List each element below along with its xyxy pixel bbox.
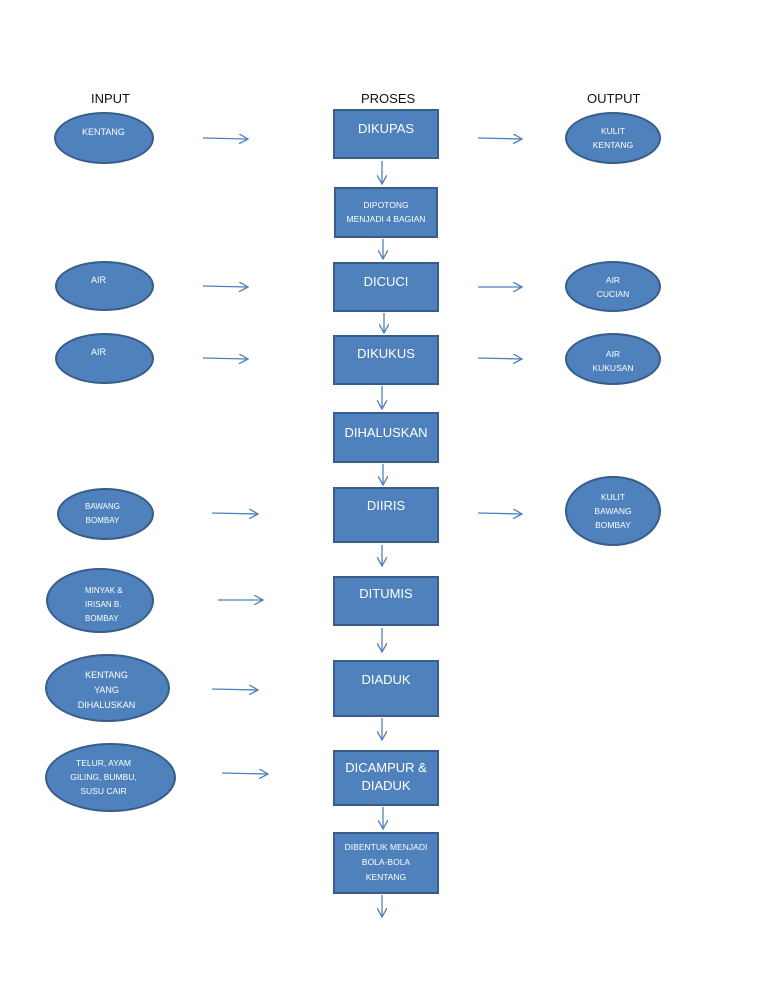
process-box-diaduk: DIADUK bbox=[333, 660, 439, 717]
output-label: KULIT BAWANG BOMBAY bbox=[594, 492, 632, 530]
process-label: DICAMPUR & DIADUK bbox=[345, 760, 427, 793]
process-label: DITUMIS bbox=[359, 586, 413, 601]
input-ellipse-kentang: KENTANG bbox=[54, 112, 154, 164]
input-ellipse-kentang-halus: KENTANG YANG DIHALUSKAN bbox=[45, 654, 170, 722]
input-ellipse-minyak: MINYAK & IRISAN B. BOMBAY bbox=[46, 568, 154, 633]
arrow-input-kentang-halus bbox=[211, 689, 258, 690]
process-label: DIADUK bbox=[361, 672, 411, 687]
output-ellipse-air-cucian: AIR CUCIAN bbox=[565, 261, 661, 312]
header-output: OUTPUT bbox=[587, 91, 641, 106]
input-ellipse-air-1: AIR bbox=[55, 261, 154, 311]
process-box-dicuci: DICUCI bbox=[333, 262, 439, 312]
process-label: DIHALUSKAN bbox=[344, 425, 428, 440]
process-box-dihaluskan: DIHALUSKAN bbox=[333, 412, 439, 463]
output-ellipse-kulit-bawang: KULIT BAWANG BOMBAY bbox=[565, 476, 661, 546]
input-label: MINYAK & IRISAN B. BOMBAY bbox=[85, 586, 123, 623]
process-box-diiris: DIIRIS bbox=[333, 487, 439, 543]
process-box-dipotong: DIPOTONG MENJADI 4 BAGIAN bbox=[334, 187, 438, 238]
input-label: TELUR, AYAM GILING, BUMBU, SUSU CAIR bbox=[70, 758, 137, 796]
arrow-input-telur bbox=[221, 773, 268, 774]
process-box-dikukus: DIKUKUS bbox=[333, 335, 439, 385]
arrow-output-air-kukusan bbox=[477, 358, 522, 359]
process-box-dikupas: DIKUPAS bbox=[333, 109, 439, 159]
arrow-input-bawang bbox=[211, 513, 258, 514]
input-ellipse-air-2: AIR bbox=[55, 333, 154, 384]
arrow-input-kentang bbox=[202, 138, 248, 139]
process-label: DIIRIS bbox=[366, 498, 406, 513]
process-box-dibentuk: DIBENTUK MENJADI BOLA-BOLA KENTANG bbox=[333, 832, 439, 894]
output-label: AIR CUCIAN bbox=[596, 275, 630, 299]
header-proses: PROSES bbox=[361, 91, 416, 106]
process-label: DICUCI bbox=[363, 274, 409, 289]
process-box-ditumis: DITUMIS bbox=[333, 576, 439, 626]
input-label: AIR bbox=[90, 347, 106, 357]
input-label: KENTANG YANG DIHALUSKAN bbox=[77, 670, 136, 710]
output-label: KULIT KENTANG bbox=[592, 126, 634, 150]
input-ellipse-bawang: BAWANG BOMBAY bbox=[57, 488, 154, 540]
header-input: INPUT bbox=[91, 91, 130, 106]
process-label: DIKUPAS bbox=[357, 121, 415, 136]
input-label: AIR bbox=[90, 275, 106, 285]
process-box-dicampur: DICAMPUR & DIADUK bbox=[333, 750, 439, 806]
input-label: BAWANG BOMBAY bbox=[85, 502, 120, 525]
output-ellipse-air-kukusan: AIR KUKUSAN bbox=[565, 333, 661, 385]
arrow-output-kulit-bawang bbox=[477, 513, 522, 514]
input-label: KENTANG bbox=[82, 127, 125, 137]
arrow-output-kulit bbox=[477, 138, 522, 139]
process-label: DIKUKUS bbox=[357, 346, 415, 361]
arrow-input-air-1 bbox=[202, 286, 248, 287]
process-label: DIPOTONG MENJADI 4 BAGIAN bbox=[346, 200, 426, 224]
input-ellipse-telur: TELUR, AYAM GILING, BUMBU, SUSU CAIR bbox=[45, 743, 176, 812]
output-ellipse-kulit-kentang: KULIT KENTANG bbox=[565, 112, 661, 164]
output-label: AIR KUKUSAN bbox=[592, 349, 634, 373]
arrow-input-air-2 bbox=[202, 358, 248, 359]
process-label: DIBENTUK MENJADI BOLA-BOLA KENTANG bbox=[344, 842, 428, 882]
